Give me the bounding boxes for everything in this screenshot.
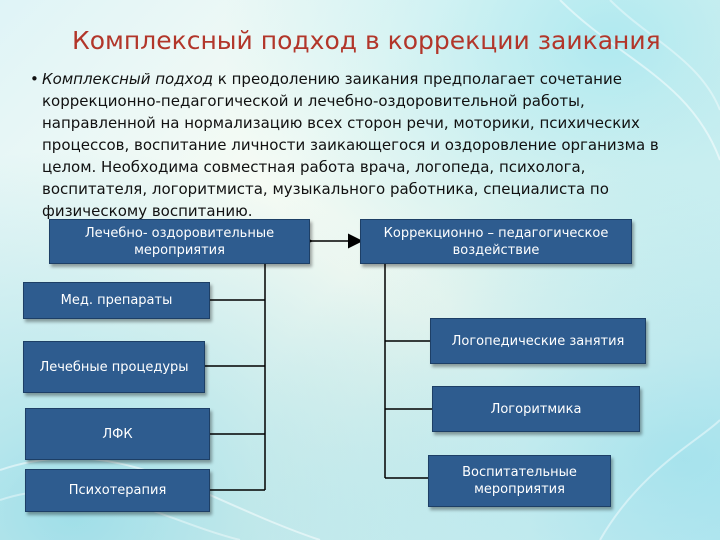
left-header-box: Лечебно- оздоровительные мероприятия (49, 219, 310, 264)
right-item-box: Воспитательные мероприятия (428, 455, 611, 507)
left-item-box: Психотерапия (25, 469, 210, 512)
right-item-label: Логопедические занятия (451, 333, 625, 349)
right-item-label: Воспитательные мероприятия (462, 465, 577, 497)
right-item-box: Логопедические занятия (430, 318, 646, 364)
intro-body: Комплексный подход к преодолению заикани… (30, 68, 695, 222)
intro-text: к преодолению заикания предполагает соче… (42, 70, 659, 220)
intro-paragraph: • Комплексный подход к преодолению заика… (30, 68, 695, 222)
right-header-box: Коррекционно – педагогическое воздействи… (360, 219, 632, 264)
intro-lead: Комплексный подход (42, 70, 214, 88)
left-item-box: ЛФК (25, 408, 210, 460)
right-item-box: Логоритмика (432, 386, 640, 432)
left-item-box: Мед. препараты (23, 282, 210, 319)
left-item-label: ЛФК (102, 426, 133, 442)
left-item-box: Лечебные процедуры (23, 341, 205, 393)
right-item-label: Логоритмика (490, 401, 582, 417)
left-item-label: Психотерапия (68, 483, 167, 498)
right-header-label: Коррекционно – педагогическое воздействи… (383, 225, 609, 258)
page-title: Комплексный подход в коррекции заикания (72, 26, 661, 55)
left-header-label: Лечебно- оздоровительные мероприятия (84, 225, 275, 258)
left-item-label: Лечебные процедуры (39, 359, 189, 375)
left-item-label: Мед. препараты (60, 293, 173, 308)
bullet-marker: • (30, 70, 39, 88)
